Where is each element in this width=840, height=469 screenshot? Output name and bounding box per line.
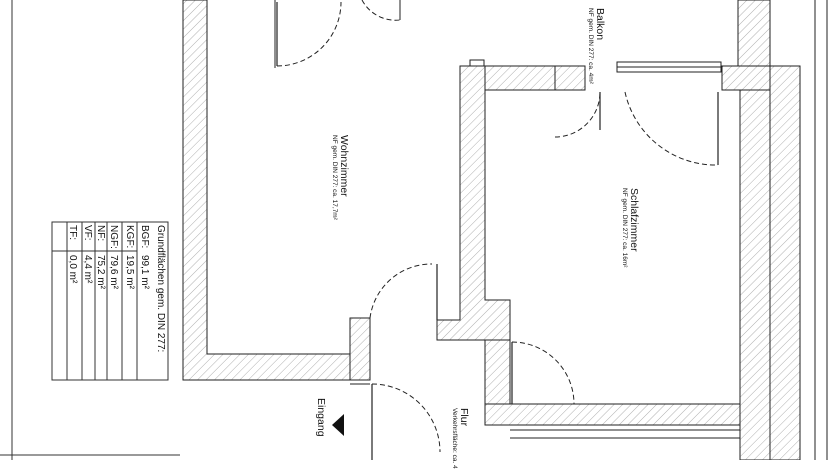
- wall-right-inner: [739, 89, 771, 460]
- wall-bedroom-top: [721, 65, 771, 91]
- wall-partition-vertical: [436, 65, 511, 341]
- area-row-label: NGF:: [108, 225, 119, 249]
- door-swing: [511, 341, 575, 405]
- door-swing: [276, 1, 342, 67]
- area-row-label: TF:: [67, 225, 78, 240]
- door-swing: [369, 263, 433, 319]
- area-row-value: 0,0 m²: [67, 255, 78, 284]
- room-label-schlafzimmer: Schlafzimmer NF gem. DIN 277: ca. 16m²: [621, 188, 640, 267]
- wall-balkon-bedroom: [484, 65, 556, 91]
- room-name: Wohnzimmer: [338, 135, 350, 197]
- outline-lines: [274, 0, 828, 460]
- wall-right-outer: [769, 65, 801, 460]
- wall-living-left: [182, 0, 351, 381]
- door-swing: [554, 91, 601, 138]
- wall-right-top: [737, 0, 771, 67]
- room-label-wohnzimmer: Wohnzimmer NF gem. DIN 277: ca. 17,7m²: [331, 135, 350, 220]
- wall-bedroom-bottom-left: [484, 339, 511, 405]
- door-swing: [624, 91, 719, 166]
- area-row-label: BGF:: [139, 225, 150, 249]
- wall-entrance-left: [349, 317, 371, 381]
- wall-balkon-stub: [554, 65, 586, 91]
- room-note: NF gem. DIN 277: ca. 4m²: [587, 8, 594, 84]
- wall-bedroom-bottom: [484, 403, 741, 426]
- entrance-arrow-icon: [332, 414, 344, 436]
- walls: [182, 0, 801, 460]
- area-table-title: Grundflächen gem. DIN 277:: [155, 225, 166, 353]
- area-table-frame: [51, 221, 169, 381]
- page-frame: [0, 0, 180, 460]
- door-swing: [361, 0, 401, 21]
- area-row-label: NF:: [95, 225, 106, 242]
- area-row-value: 99,1 m²: [139, 255, 150, 289]
- area-row-value: 75,2 m²: [95, 255, 106, 289]
- area-row-label: KGF:: [124, 225, 135, 249]
- room-note: NF gem. DIN 277: ca. 17,7m²: [331, 135, 338, 220]
- room-name: Schlafzimmer: [628, 188, 640, 252]
- area-row-value: 19,5 m²: [124, 255, 135, 289]
- room-label-balkon: Balkon NF gem. DIN 277: ca. 4m²: [587, 8, 606, 84]
- door-swing: [371, 383, 441, 453]
- room-name: Balkon: [594, 8, 606, 41]
- entrance-label: Eingang: [315, 398, 327, 437]
- area-row-label: VF:: [82, 225, 93, 241]
- area-row-value: 79,6 m²: [108, 255, 119, 289]
- doors: [276, 0, 719, 460]
- area-row-value: 4,4 m²: [82, 255, 93, 284]
- room-note: NF gem. DIN 277: ca. 16m²: [621, 188, 628, 268]
